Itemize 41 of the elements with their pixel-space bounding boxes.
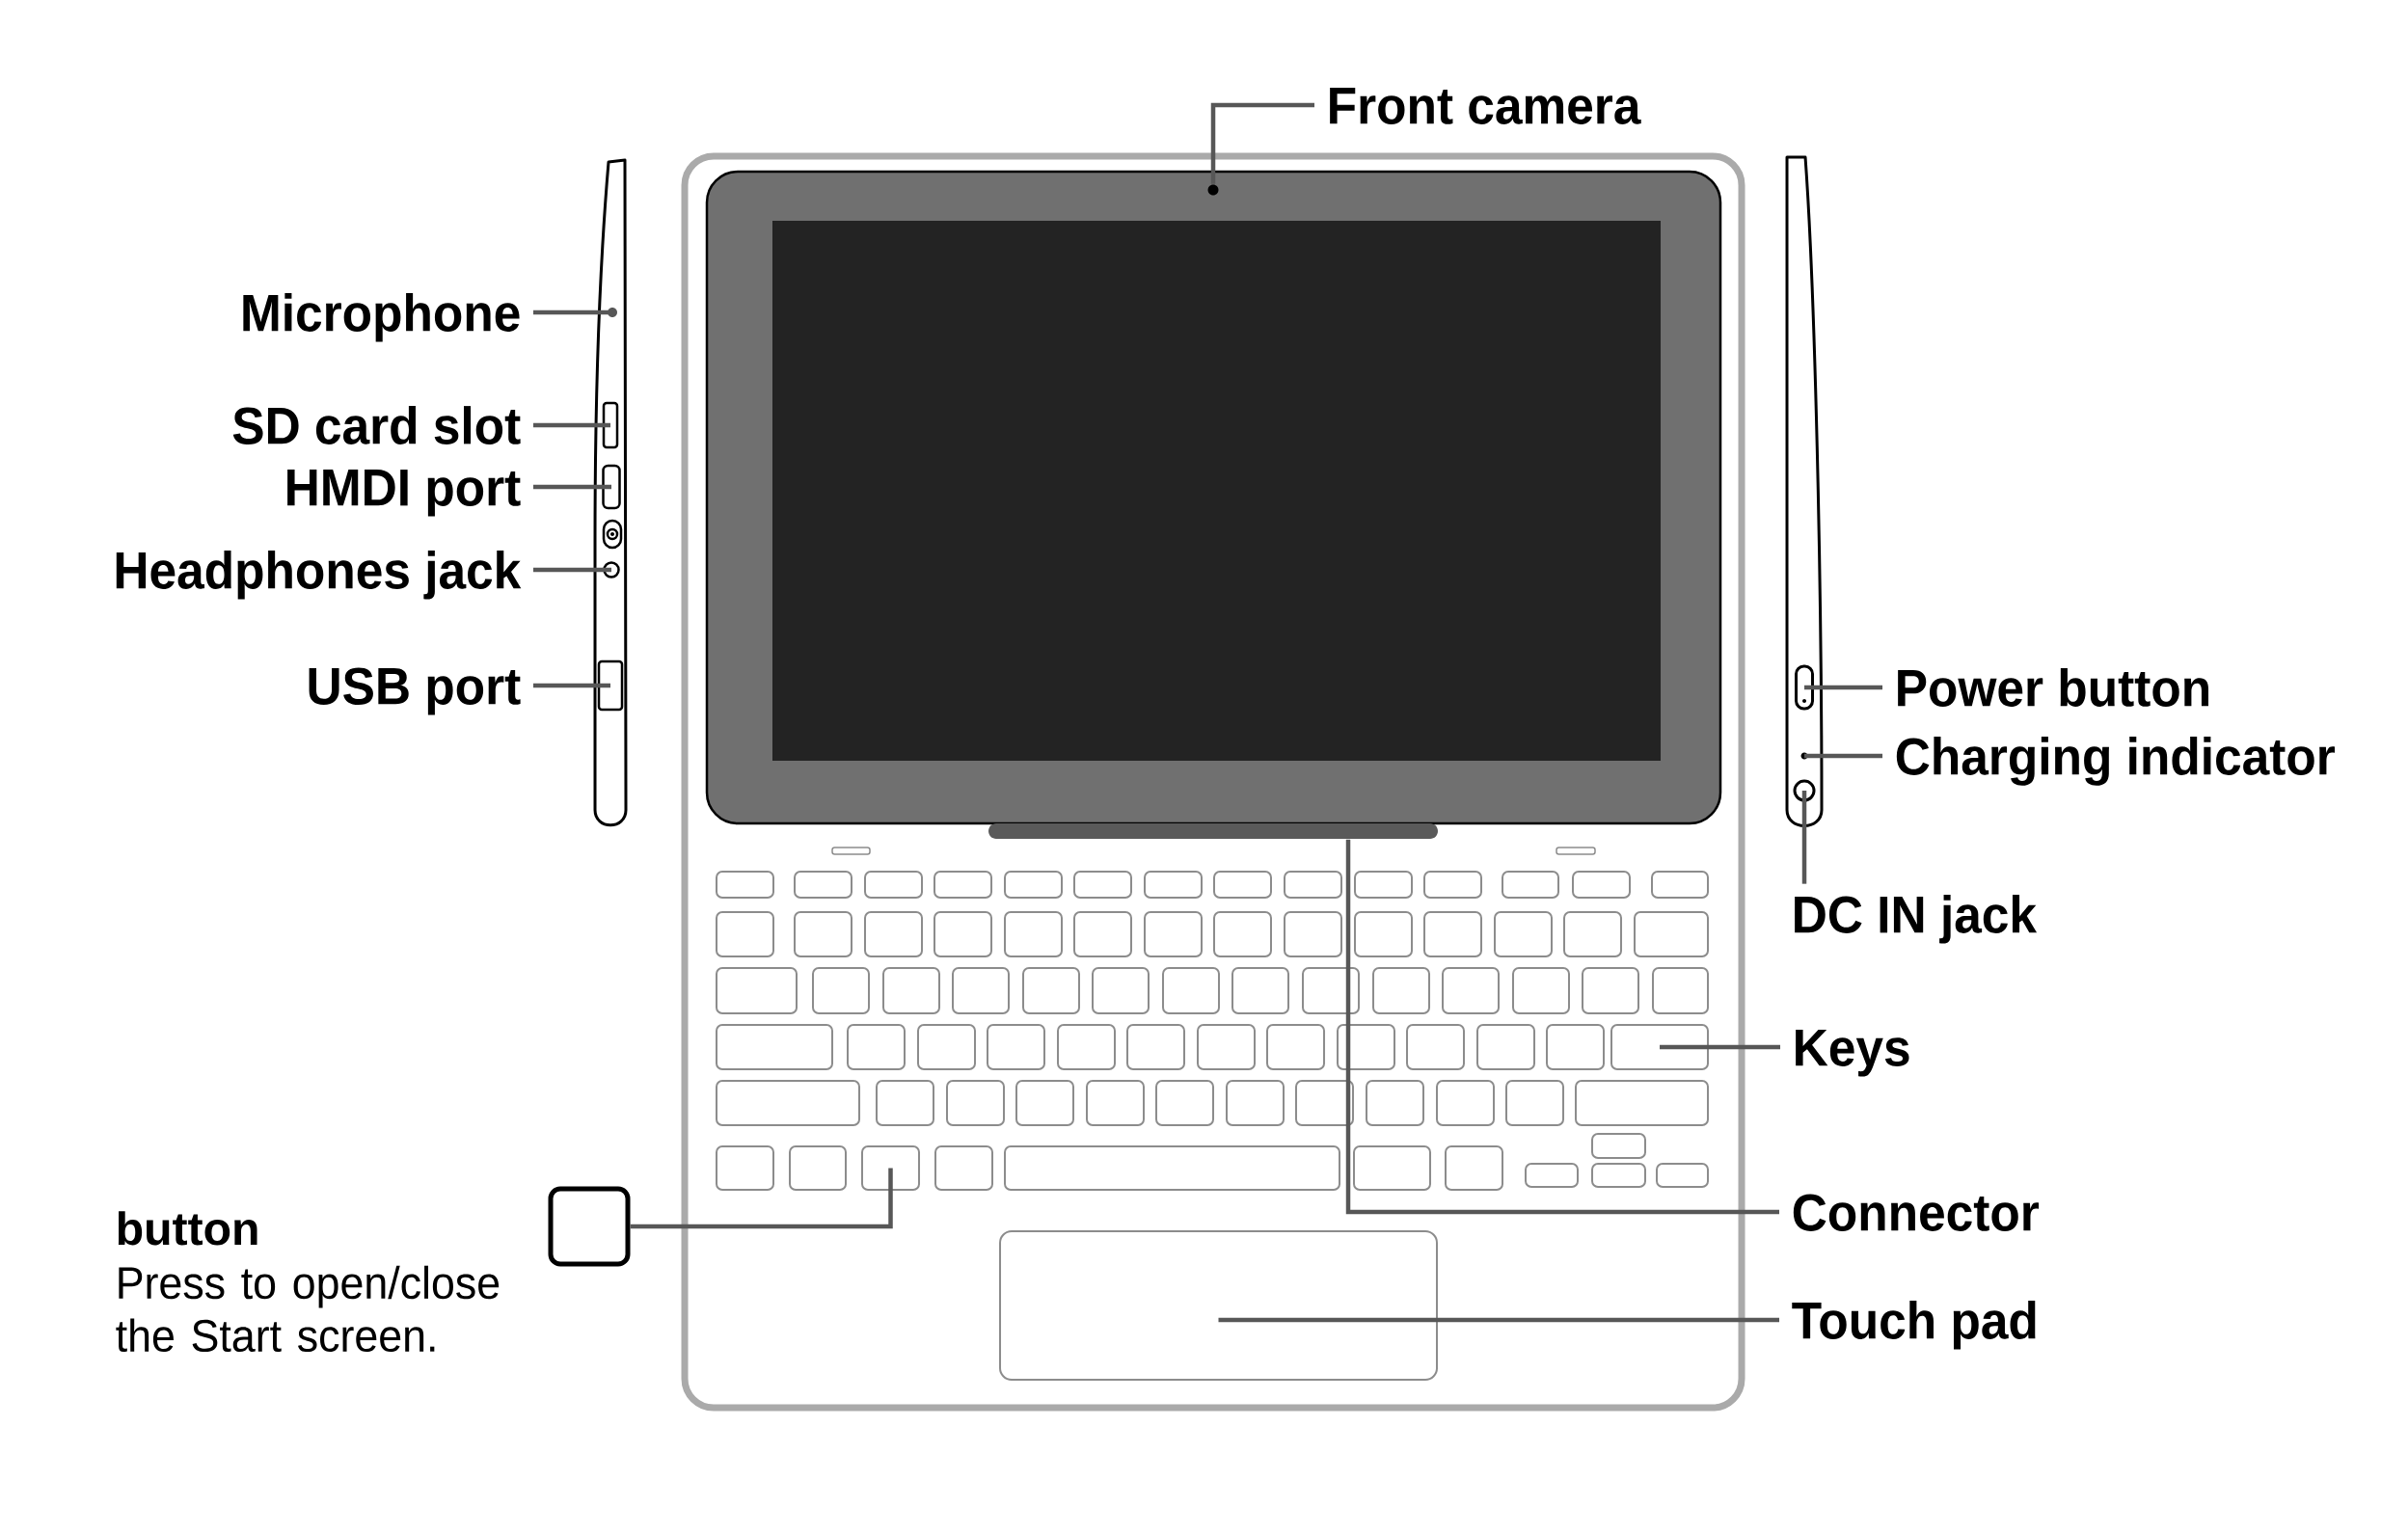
key [1610, 1024, 1709, 1070]
key-icon [548, 1186, 631, 1267]
leader-line [1801, 791, 1807, 884]
description-text: Press to open/close the Start screen. [116, 1265, 500, 1353]
port [597, 659, 624, 712]
part-label: HMDI port [287, 470, 521, 517]
camera-lens [1207, 184, 1219, 196]
part-label: Charging indicator [1896, 737, 2335, 786]
part-label: SD card slot [232, 406, 521, 444]
touch-pad [999, 1230, 1438, 1381]
leader-line [533, 422, 610, 428]
indicator-light [1800, 752, 1808, 760]
leader-line [1345, 839, 1779, 1215]
power-jack [1793, 779, 1816, 802]
leader-line [533, 683, 610, 688]
leader-line [533, 309, 612, 315]
side-button [1795, 664, 1814, 711]
part-label: Headphones jack [116, 551, 522, 600]
part-label: Microphone [243, 293, 520, 342]
part-label: DC IN jack [1795, 895, 2038, 944]
leader-line [1210, 102, 1314, 184]
part-label: Connector [1793, 1194, 2040, 1231]
part-label: Touch pad [1792, 1301, 2036, 1350]
part-label: Power button [1898, 668, 2208, 707]
leader-line [1218, 1317, 1779, 1323]
card-slot [602, 401, 619, 449]
leader-line [1660, 1044, 1780, 1050]
heading: button [118, 1211, 257, 1246]
leader-line [1804, 753, 1882, 759]
part-label: Front camera [1330, 88, 1641, 124]
part-label: Keys [1796, 1030, 1909, 1077]
leader-line [533, 567, 611, 573]
leader-line [630, 1168, 893, 1229]
leader-line [1804, 685, 1882, 690]
port [602, 464, 621, 510]
part-label: USB port [309, 667, 521, 715]
microphone-hole [608, 308, 617, 317]
leader-line [533, 484, 611, 490]
audio-jack [603, 561, 620, 579]
connector-bar [988, 823, 1438, 839]
key [861, 1145, 920, 1191]
